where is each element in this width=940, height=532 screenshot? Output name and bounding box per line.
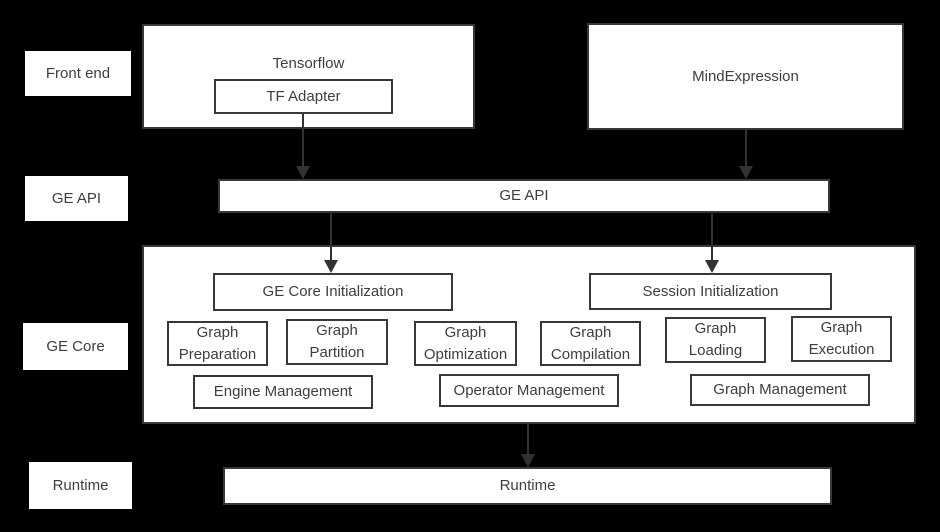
engine-management-label: Engine Management — [213, 383, 353, 401]
runtime-bar: Runtime — [223, 467, 832, 505]
graph-preparation-label: Graph Preparation — [178, 323, 257, 363]
layer-label-ge-api-text: GE API — [51, 189, 102, 207]
layer-label-runtime-text: Runtime — [52, 476, 109, 494]
mindexpression-label: MindExpression — [692, 67, 799, 85]
arrow-ge-core-to-runtime-icon — [521, 424, 535, 467]
graph-execution-label: Graph Execution — [808, 319, 875, 358]
tensorflow-label: Tensorflow — [272, 55, 345, 72]
session-initialization-box: Session Initialization — [589, 273, 832, 310]
layer-label-runtime: Runtime — [29, 462, 132, 509]
ge-api-bar: GE API — [218, 179, 830, 213]
graph-partition-label: Graph Partition — [309, 322, 365, 361]
engine-management-box: Engine Management — [193, 375, 373, 409]
graph-optimization-box: Graph Optimization — [414, 321, 517, 366]
session-initialization-label: Session Initialization — [642, 282, 779, 300]
runtime-bar-label: Runtime — [499, 477, 556, 495]
graph-preparation-box: Graph Preparation — [167, 321, 268, 366]
ge-api-bar-label: GE API — [499, 187, 549, 205]
graph-management-label: Graph Management — [713, 381, 847, 399]
layer-label-ge-core-text: GE Core — [46, 337, 105, 355]
graph-partition-box: Graph Partition — [286, 319, 388, 365]
graph-loading-label: Graph Loading — [688, 320, 743, 359]
graph-compilation-box: Graph Compilation — [540, 321, 641, 366]
operator-management-label: Operator Management — [453, 381, 605, 399]
graph-management-box: Graph Management — [690, 374, 870, 406]
mindexpression-box: MindExpression — [587, 23, 904, 130]
tf-adapter-box: TF Adapter — [214, 79, 393, 114]
ge-core-box: GE Core Initialization Session Initializ… — [142, 245, 916, 424]
ge-core-initialization-label: GE Core Initialization — [262, 283, 404, 301]
operator-management-box: Operator Management — [439, 374, 619, 407]
tf-adapter-label: TF Adapter — [266, 87, 341, 105]
graph-optimization-label: Graph Optimization — [423, 323, 508, 363]
layer-label-front-end: Front end — [25, 51, 131, 96]
graph-loading-box: Graph Loading — [665, 317, 766, 363]
graph-execution-box: Graph Execution — [791, 316, 892, 362]
layer-label-ge-api: GE API — [25, 176, 128, 221]
ge-core-initialization-box: GE Core Initialization — [213, 273, 453, 311]
arrow-mindexpression-to-ge-api-icon — [739, 130, 753, 179]
tensorflow-box: Tensorflow TF Adapter — [142, 24, 475, 129]
graph-compilation-label: Graph Compilation — [550, 323, 631, 363]
layer-label-ge-core: GE Core — [23, 323, 128, 370]
layer-label-front-end-text: Front end — [45, 64, 111, 82]
